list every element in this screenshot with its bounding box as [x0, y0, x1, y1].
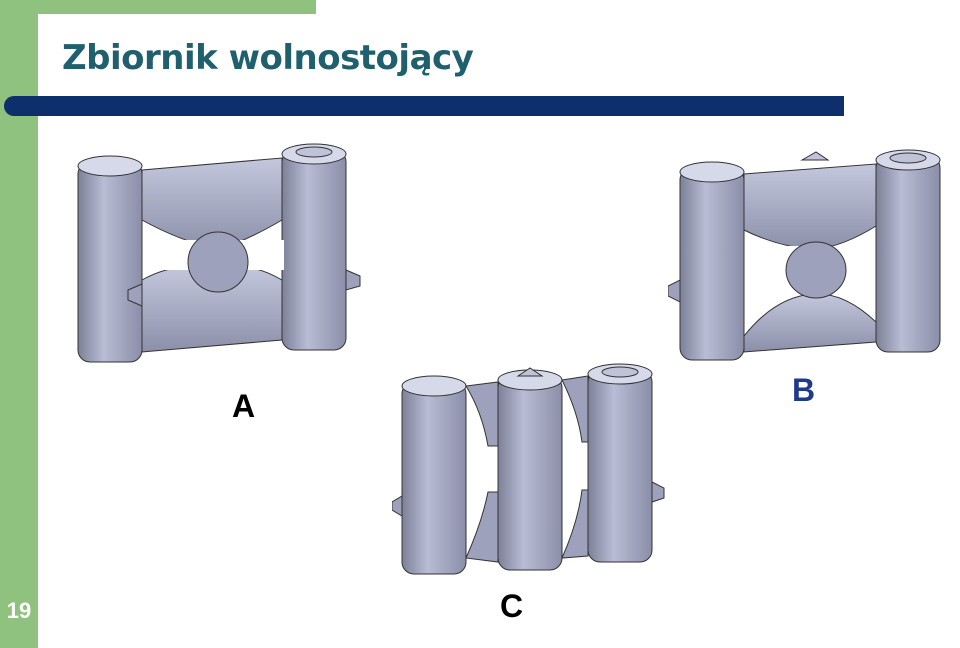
title-underline — [4, 96, 844, 116]
top-accent-bar — [0, 0, 316, 14]
page-title: Zbiornik wolnostojący — [62, 38, 474, 78]
slide-number: 19 — [6, 598, 32, 623]
tank-b-image — [668, 149, 941, 361]
figure-label-b: B — [792, 372, 816, 408]
tank-c-image — [392, 363, 665, 575]
tank-a-image — [77, 143, 361, 363]
figure-label-c: C — [500, 588, 524, 624]
figure-label-a: A — [232, 388, 256, 424]
